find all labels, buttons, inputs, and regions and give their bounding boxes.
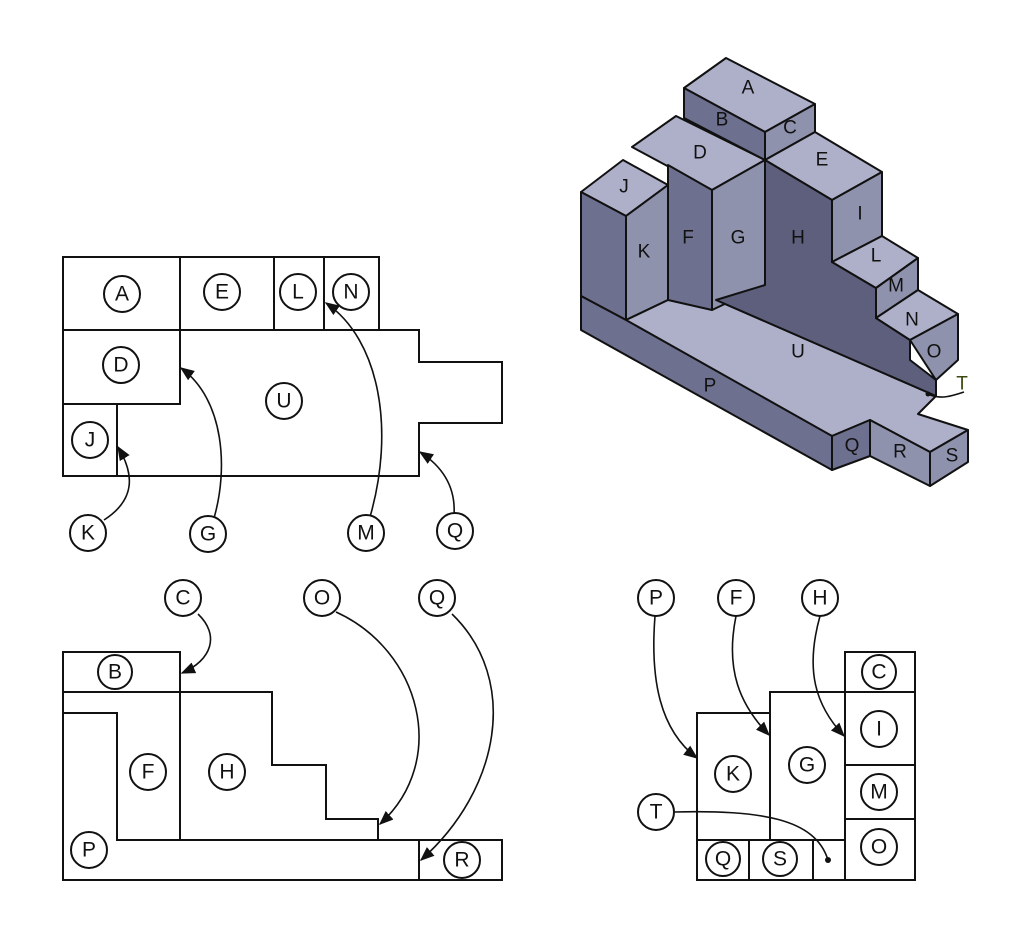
side-face-label: G <box>799 754 815 777</box>
iso-label: B <box>716 110 729 131</box>
side-callout-label: H <box>812 587 827 610</box>
top-main-outline <box>62 329 503 477</box>
iso-label: M <box>888 276 904 297</box>
iso-label: A <box>742 78 755 99</box>
top-leader-g <box>179 367 223 519</box>
side-callout-label: T <box>650 801 663 824</box>
top-leader-k <box>103 445 131 521</box>
side-face-label: C <box>871 661 886 684</box>
top-callout-label: M <box>357 522 375 545</box>
iso-label: L <box>871 246 882 267</box>
iso-label-t: T <box>956 374 968 395</box>
side-face-label: S <box>773 848 787 871</box>
iso-label: U <box>791 342 805 363</box>
side-face-label: I <box>876 718 882 741</box>
iso-label: E <box>816 150 829 171</box>
top-leader-q <box>418 451 455 516</box>
front-leader-o <box>335 611 420 825</box>
iso-label: J <box>619 177 629 198</box>
front-main-outline <box>62 691 503 881</box>
front-face-label: F <box>142 761 155 784</box>
top-leader-m <box>324 302 383 518</box>
side-face-label: M <box>870 781 888 804</box>
top-view: A E L N D U J K G M Q <box>62 256 503 553</box>
iso-label: G <box>731 228 746 249</box>
top-callout-label: G <box>200 523 216 546</box>
isometric-view: A B C D E J K F G H I L M N O U P T Q R … <box>580 57 969 487</box>
iso-label: C <box>783 118 797 139</box>
iso-label: H <box>791 228 805 249</box>
iso-label: K <box>638 242 651 263</box>
top-face-label: U <box>276 390 291 413</box>
side-leader-h <box>812 615 845 738</box>
top-face-label: L <box>292 281 304 304</box>
top-face-label: E <box>215 281 229 304</box>
side-face-label: O <box>871 836 887 859</box>
iso-label: O <box>927 342 942 363</box>
top-face-label: D <box>113 354 128 377</box>
iso-label: S <box>946 446 959 467</box>
front-leader-c <box>180 613 212 674</box>
iso-label: F <box>682 228 694 249</box>
front-view: B F H P R C O Q <box>62 579 503 881</box>
front-face-label: P <box>82 839 96 862</box>
top-callout-label: Q <box>447 520 463 543</box>
iso-face-s <box>929 429 969 487</box>
side-view: C I M O K G Q S P F H T <box>637 579 916 881</box>
side-leader-f <box>731 615 771 737</box>
side-face-label: Q <box>715 848 731 871</box>
side-face-label: K <box>726 763 740 786</box>
iso-label: P <box>704 376 717 397</box>
front-face-label: B <box>108 661 122 684</box>
side-leader-p <box>653 615 699 759</box>
top-face-label: A <box>115 283 129 306</box>
iso-label: D <box>693 143 707 164</box>
side-callout-label: F <box>730 587 743 610</box>
top-face-label: J <box>85 429 96 452</box>
front-face-label: H <box>219 761 234 784</box>
front-face-label: R <box>454 849 469 872</box>
front-callout-label: O <box>314 587 330 610</box>
iso-label: Q <box>845 436 860 457</box>
iso-face-o <box>909 313 959 381</box>
iso-leader-t <box>927 391 965 398</box>
top-callout-label: K <box>81 522 95 545</box>
iso-label: N <box>905 310 919 331</box>
side-leader-t <box>673 810 829 861</box>
side-callout-label: P <box>649 587 663 610</box>
iso-label: R <box>893 442 907 463</box>
front-callout-label: C <box>175 587 190 610</box>
front-leader-q <box>419 613 494 861</box>
front-callout-label: Q <box>429 587 445 610</box>
top-face-label: N <box>343 281 358 304</box>
iso-label: I <box>857 204 862 225</box>
